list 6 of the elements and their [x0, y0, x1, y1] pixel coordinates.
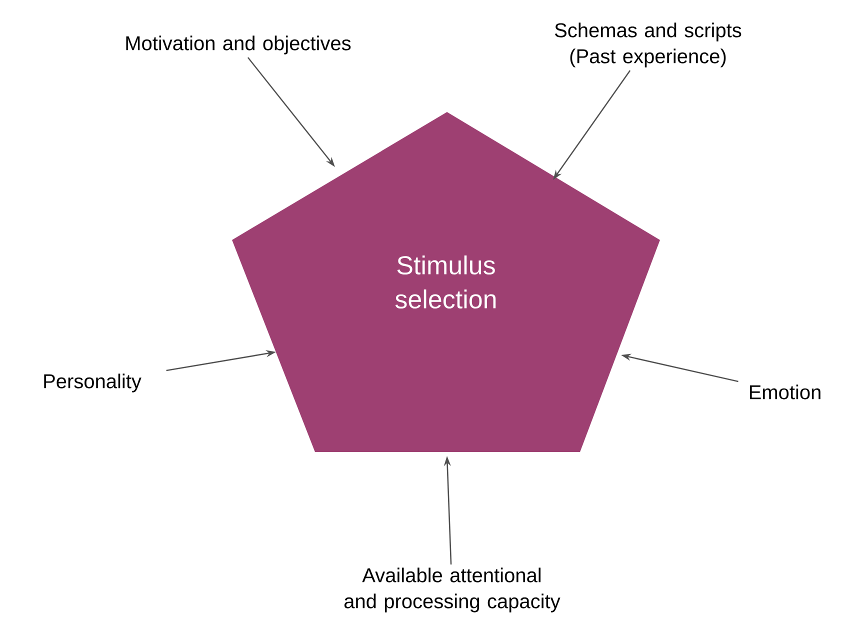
label-text: Personality — [44, 374, 142, 392]
pentagon: Stimulus selection — [232, 112, 660, 452]
label-text: Emotion — [750, 384, 820, 400]
label-text: Schemas and scripts (Past experience) — [554, 22, 742, 68]
label-text: Motivation and objectives — [126, 36, 351, 54]
label-text: Available attentional and processing capacity — [344, 568, 560, 612]
